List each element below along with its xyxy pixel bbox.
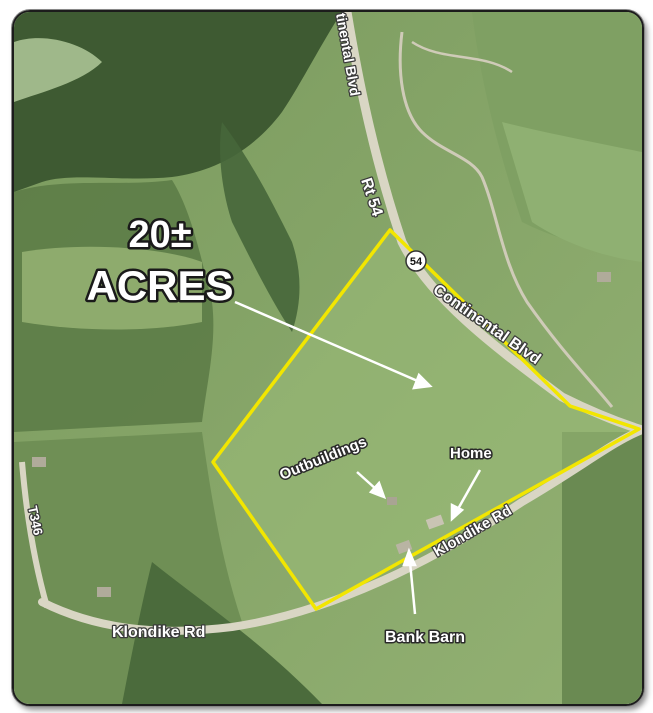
aerial-map-frame: 54 20± ACRES tinental Blvd Rt 54 Contine… (12, 10, 644, 706)
bank-barn-label: Bank Barn (385, 629, 465, 646)
pointer-arrows (234, 300, 482, 615)
property-boundary (211, 228, 641, 611)
outbuildings-arrow (356, 471, 378, 491)
driveway-loop (411, 40, 513, 74)
route-shield-number: 54 (410, 256, 423, 268)
tree-line-center (220, 122, 300, 332)
township-road-t346 (19, 461, 50, 608)
woodland-south (122, 562, 322, 704)
home-label: Home (450, 445, 492, 462)
driveway-north (398, 31, 614, 408)
klondike-rd-west-label: Klondike Rd (112, 624, 205, 641)
field-west (22, 246, 202, 330)
continental-blvd-road (342, 12, 642, 435)
acres-arrow-head (412, 372, 433, 390)
neighbor-house-east (597, 272, 611, 282)
bank-barn-arrow-head (402, 547, 417, 567)
field-southeast (562, 432, 642, 704)
clearing-northwest (14, 38, 102, 102)
acres-arrow (234, 300, 421, 384)
neighbor-house-west (32, 457, 46, 467)
acreage-line-2: ACRES (86, 262, 233, 309)
home-arrow-head (450, 502, 465, 522)
home-arrow (456, 469, 482, 510)
klondike-rd-road (38, 426, 642, 635)
route-shield: 54 (405, 250, 427, 272)
bank-barn-arrow (408, 561, 417, 615)
home-structure (425, 514, 445, 530)
acreage-line-1: 20± (128, 214, 191, 256)
aerial-map: 54 20± ACRES tinental Blvd Rt 54 Contine… (14, 12, 642, 704)
field-east (502, 122, 642, 262)
neighbor-house-southwest (97, 587, 111, 597)
outbuildings-arrow-head (368, 480, 387, 500)
outbuilding-structure (387, 497, 397, 505)
